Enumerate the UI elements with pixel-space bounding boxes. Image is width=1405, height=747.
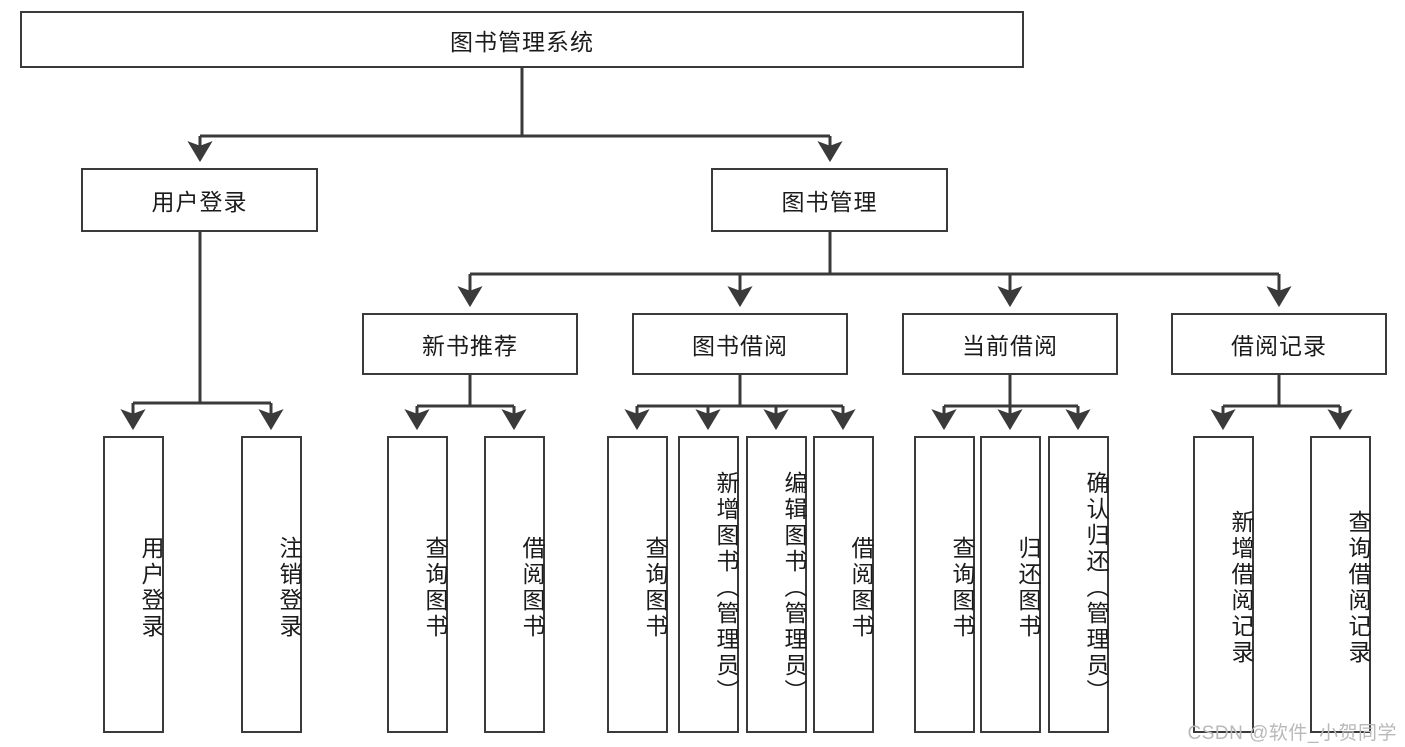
node-borrow-record-label: 借阅记录 — [1231, 333, 1327, 359]
node-current-borrow-label: 当前借阅 — [962, 333, 1058, 359]
node-borrow-record[interactable]: 借阅记录 — [1171, 313, 1387, 375]
csdn-watermark: CSDN @软件_小贺同学 — [1187, 723, 1397, 744]
node-leaf-add-book-label: 新增图书（管理员） — [713, 470, 739, 705]
node-leaf-confirm-return[interactable]: 确认归还（管理员） — [1048, 436, 1109, 733]
node-leaf-user-login[interactable]: 用户登录 — [103, 436, 164, 733]
node-leaf-query-record[interactable]: 查询借阅记录 — [1310, 436, 1371, 733]
node-leaf-query-book-1[interactable]: 查询图书 — [387, 436, 448, 733]
node-leaf-return-book[interactable]: 归还图书 — [980, 436, 1041, 733]
node-leaf-user-login-label: 用户登录 — [138, 535, 164, 640]
node-leaf-borrow-book-1-label: 借阅图书 — [519, 535, 545, 640]
node-new-book-rec-label: 新书推荐 — [422, 333, 518, 359]
node-root-label: 图书管理系统 — [450, 28, 594, 55]
node-leaf-query-record-label: 查询借阅记录 — [1345, 509, 1371, 666]
node-leaf-add-book[interactable]: 新增图书（管理员） — [678, 436, 739, 733]
node-leaf-logout-login-label: 注销登录 — [276, 535, 302, 640]
node-new-book-rec[interactable]: 新书推荐 — [362, 313, 578, 375]
node-leaf-add-record-label: 新增借阅记录 — [1228, 509, 1254, 666]
node-leaf-borrow-book-1[interactable]: 借阅图书 — [484, 436, 545, 733]
node-leaf-borrow-book-2-label: 借阅图书 — [848, 535, 874, 640]
node-leaf-return-book-label: 归还图书 — [1015, 535, 1041, 640]
node-user-login-label: 用户登录 — [151, 189, 248, 215]
node-leaf-edit-book[interactable]: 编辑图书（管理员） — [746, 436, 807, 733]
node-leaf-query-book-2-label: 查询图书 — [642, 535, 668, 640]
node-user-login[interactable]: 用户登录 — [81, 168, 318, 232]
node-leaf-edit-book-label: 编辑图书（管理员） — [781, 470, 807, 705]
node-leaf-query-book-2[interactable]: 查询图书 — [607, 436, 668, 733]
node-leaf-borrow-book-2[interactable]: 借阅图书 — [813, 436, 874, 733]
node-leaf-query-book-3-label: 查询图书 — [949, 535, 975, 640]
node-leaf-confirm-return-label: 确认归还（管理员） — [1083, 470, 1109, 705]
node-leaf-logout-login[interactable]: 注销登录 — [241, 436, 302, 733]
node-leaf-add-record[interactable]: 新增借阅记录 — [1193, 436, 1254, 733]
node-book-borrow-label: 图书借阅 — [692, 333, 788, 359]
node-book-manage[interactable]: 图书管理 — [711, 168, 948, 232]
node-book-borrow[interactable]: 图书借阅 — [632, 313, 848, 375]
node-leaf-query-book-3[interactable]: 查询图书 — [914, 436, 975, 733]
node-book-manage-label: 图书管理 — [781, 189, 878, 215]
node-current-borrow[interactable]: 当前借阅 — [902, 313, 1118, 375]
node-root[interactable]: 图书管理系统 — [20, 11, 1024, 68]
node-leaf-query-book-1-label: 查询图书 — [422, 535, 448, 640]
